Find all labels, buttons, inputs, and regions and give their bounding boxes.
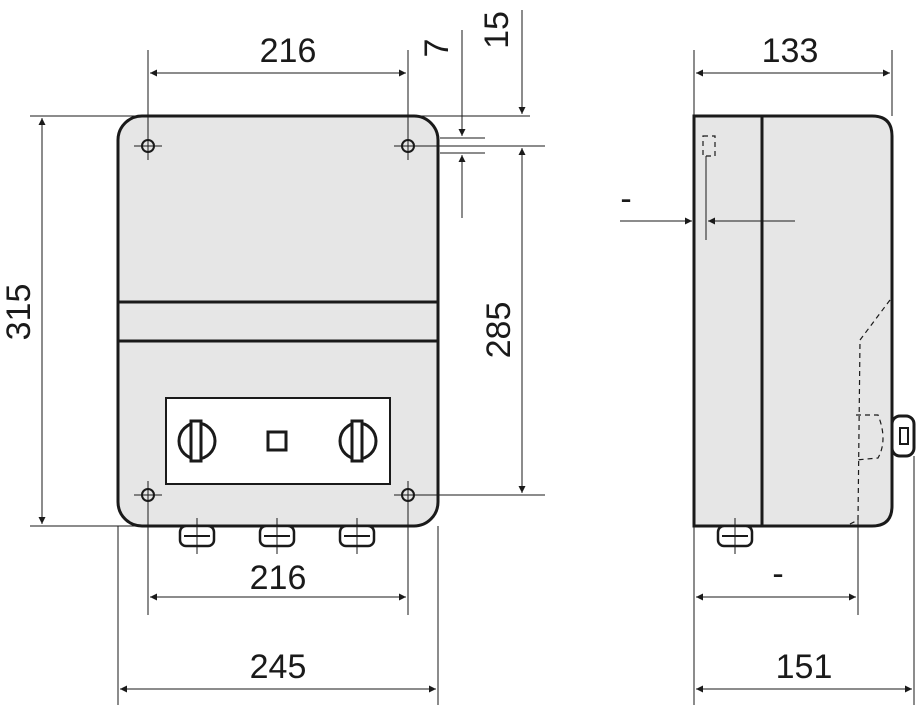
label-7: 7 [418, 39, 456, 58]
label-partial-depth: - [772, 555, 783, 593]
label-285: 285 [480, 302, 518, 359]
cable-gland-icon [258, 518, 296, 554]
side-handle [890, 414, 916, 458]
indicator-lamp-icon [266, 430, 288, 452]
label-151: 151 [776, 648, 833, 686]
label-top-216: 216 [260, 32, 317, 70]
cable-gland-icon [338, 518, 376, 554]
label-315: 315 [0, 284, 38, 341]
label-15: 15 [478, 11, 516, 49]
label-133: 133 [762, 32, 819, 70]
cable-gland-icon [178, 518, 216, 554]
side-housing [692, 114, 894, 528]
label-wall-offset: - [620, 180, 631, 218]
label-bottom-216: 216 [250, 559, 307, 597]
label-245: 245 [250, 648, 307, 686]
front-view: 216 7 15 315 285 216 245 [0, 10, 545, 705]
side-view: 133 - - 151 [620, 32, 916, 705]
rotary-switch-icon [177, 419, 217, 463]
cable-gland-icon [716, 518, 754, 554]
rotary-switch-icon [338, 419, 378, 463]
